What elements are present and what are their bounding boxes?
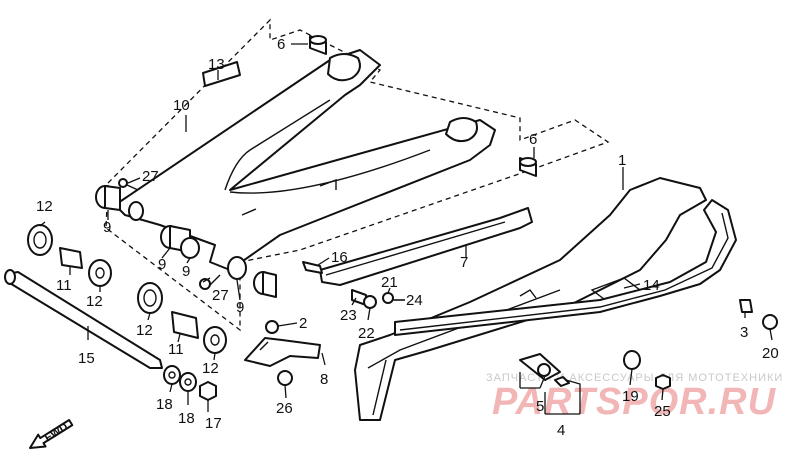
callout-11: 11 [168,341,184,358]
fasteners [118,35,778,390]
callout-10: 10 [173,97,190,114]
callout-16: 16 [331,249,348,266]
callout-15: 15 [78,350,95,367]
callout-9: 9 [158,256,166,273]
callout-18: 18 [178,410,195,427]
callout-12: 12 [136,322,153,339]
callout-27: 27 [142,168,159,185]
callout-2: 2 [299,315,307,332]
bracket [244,337,321,367]
callout-6: 6 [529,131,537,148]
callout-24: 24 [406,292,423,309]
callout-22: 22 [358,325,375,342]
master-link [519,353,570,387]
callout-14: 14 [643,277,660,294]
callout-27: 27 [212,287,229,304]
callouts: 6 13 10 27 6 1 12 9 9 9 9 27 11 12 12 11… [36,36,779,439]
callout-9: 9 [182,263,190,280]
callout-12: 12 [36,198,53,215]
callout-12: 12 [86,293,103,310]
watermark-tagline: ЗАПЧАСТИ И АКСЕССУАРЫ ДЛЯ МОТОТЕХНИКИ [486,372,783,384]
callout-13: 13 [208,56,225,73]
left-pivot-parts [27,224,227,354]
callout-12: 12 [202,360,219,377]
callout-6: 6 [277,36,285,53]
swing-arm [114,49,496,271]
callout-11: 11 [56,277,72,294]
callout-4: 4 [557,422,565,439]
callout-7: 7 [460,254,468,271]
callout-19: 19 [622,388,639,405]
callout-18: 18 [156,396,173,413]
callout-20: 20 [762,345,779,362]
drive-chain [394,199,737,336]
callout-5: 5 [536,398,544,415]
callout-9: 9 [236,299,244,316]
callout-1: 1 [618,152,626,169]
callout-9: 9 [103,219,111,236]
callout-21: 21 [381,274,398,291]
pivot-bolt [4,269,163,369]
callout-17: 17 [205,415,222,432]
leader-lines [39,43,773,415]
callout-8: 8 [320,371,328,388]
callout-23: 23 [340,307,357,324]
fwd-arrow: FWD [29,419,74,449]
callout-26: 26 [276,400,293,417]
chain-slider [319,207,533,286]
callout-25: 25 [654,403,671,420]
callout-3: 3 [740,324,748,341]
